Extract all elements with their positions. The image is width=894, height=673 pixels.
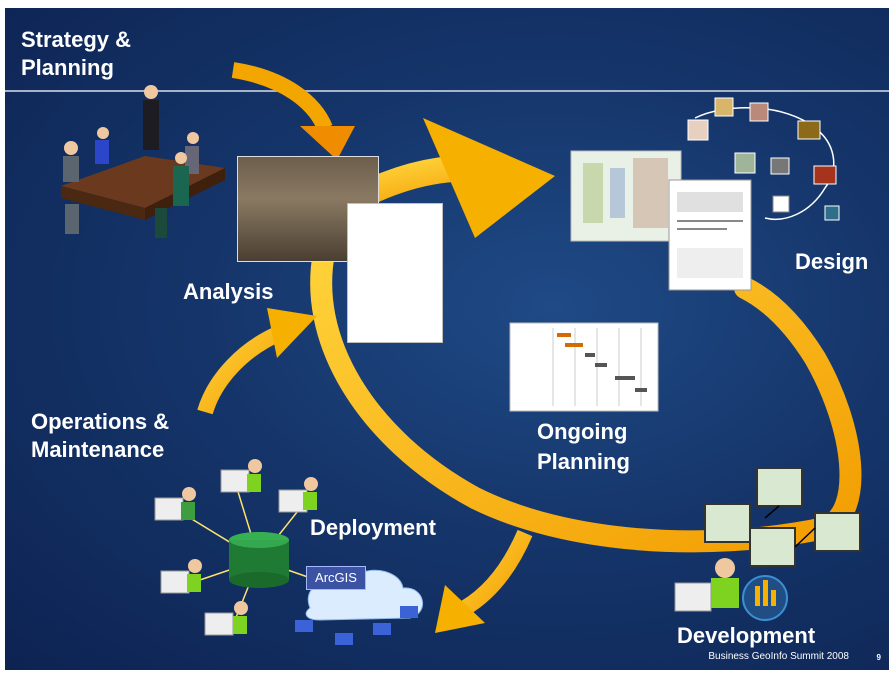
design-images (570, 97, 840, 291)
operations-arrow (197, 325, 284, 415)
label-ongoing: Ongoing (537, 419, 628, 444)
cycle-arrows (61, 62, 862, 645)
label-maintenance: Maintenance (31, 437, 165, 462)
deployment-network (154, 459, 424, 645)
footer-event: Business GeoInfo Summit 2008 (708, 651, 849, 662)
meeting-illustration (61, 85, 225, 238)
deployment-arrowhead (435, 585, 485, 633)
gantt-chart-image (509, 322, 659, 412)
label-development: Development (677, 623, 816, 648)
label-ongoing-planning: Planning (537, 449, 630, 474)
strategy-arrowhead (300, 126, 355, 160)
label-operations: Operations & (31, 409, 170, 434)
development-screens (674, 467, 861, 621)
label-planning: Planning (21, 55, 114, 80)
to-design-arrowhead (423, 118, 555, 238)
label-design: Design (795, 249, 869, 274)
slide: Strategy & Planning Analysis Design Oper… (5, 8, 889, 670)
analysis-flowchart-doc (347, 203, 443, 343)
label-analysis: Analysis (183, 279, 274, 304)
label-deployment: Deployment (310, 515, 436, 540)
strategy-arrow (231, 62, 333, 132)
deployment-arrow (460, 529, 533, 615)
label-strategy: Strategy & (21, 27, 132, 52)
header-divider (5, 90, 889, 92)
arcgis-box: ArcGIS (306, 566, 366, 590)
operations-arrowhead (267, 308, 317, 358)
page-number: 9 (876, 653, 881, 662)
